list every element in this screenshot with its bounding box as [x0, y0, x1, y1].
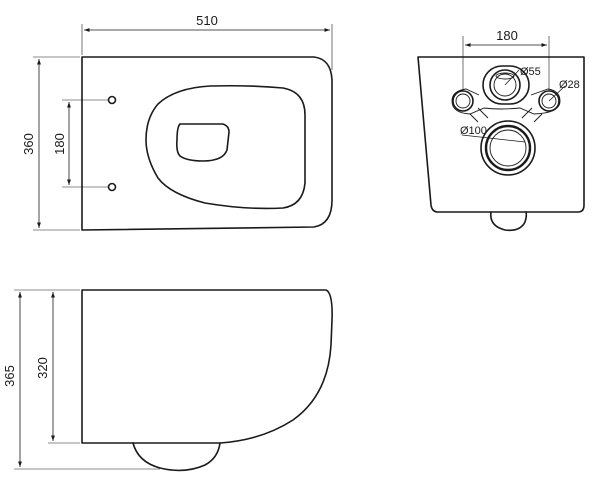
side-view: 365 320: [2, 289, 333, 472]
back-view-foot-outline: [489, 211, 528, 232]
outlet-leader: [461, 134, 526, 143]
hole-spacing-dimension-label: 180: [52, 133, 67, 155]
top-view-body-outline: [81, 56, 333, 231]
top-view-flush-opening: [176, 123, 230, 162]
body-height-dimension-label: 320: [35, 357, 50, 379]
top-view: 510 360 180: [21, 13, 333, 231]
back-view-body-outline: [417, 56, 585, 213]
water-inlet-label: Ø55: [520, 66, 541, 78]
side-view-foot-outline: [132, 442, 221, 472]
height-dimension-label: 360: [21, 133, 36, 155]
fixing-hole-lower: [107, 182, 117, 192]
back-fixing-hole-left: [452, 90, 474, 112]
total-height-dimension-label: 365: [2, 365, 17, 387]
fixing-hole-label: Ø28: [559, 79, 580, 91]
back-view-recess: [451, 88, 561, 115]
back-spacing-dimension-label: 180: [496, 28, 518, 43]
top-view-bowl-outline: [145, 84, 306, 210]
water-inlet-hole: [482, 65, 530, 105]
outlet-hole: [480, 120, 536, 176]
width-dimension-label: 510: [196, 13, 218, 28]
outlet-label: Ø100: [460, 125, 487, 137]
side-view-body-outline: [81, 289, 333, 444]
back-view: Ø55 Ø28 Ø100 180: [417, 28, 585, 232]
fixing-hole-upper: [107, 95, 117, 105]
water-inlet-leader: [504, 69, 520, 86]
